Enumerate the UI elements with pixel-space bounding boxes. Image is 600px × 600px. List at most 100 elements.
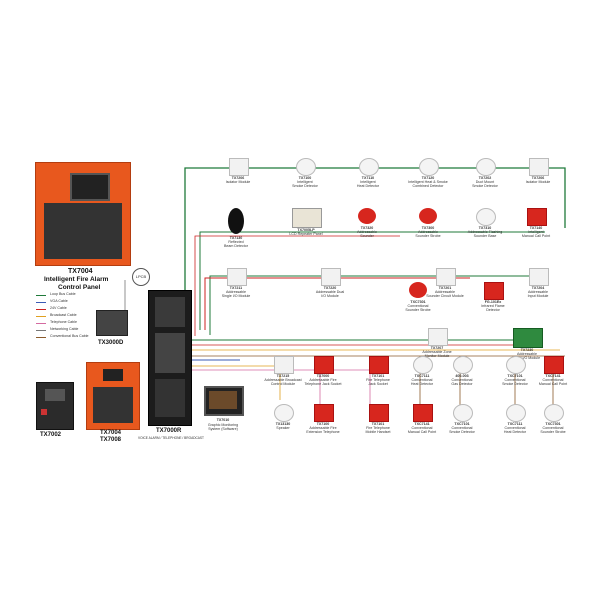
row6-device-image [274, 404, 294, 422]
tx7000r-cabinet-image [148, 290, 192, 426]
row4-device-code: TX7207 [430, 346, 444, 350]
row5-device-code: TXC7141 [545, 374, 561, 378]
row6-device-code: TXC7101 [454, 422, 470, 426]
legend-swatch [36, 302, 46, 303]
row6-device-name: Fire Telephone Mobile Handset [365, 426, 391, 435]
row5-device-code: TX7000 [316, 374, 330, 378]
row1-device-image [359, 158, 379, 176]
row2-device-code: TX7130 [229, 236, 243, 240]
row3-device-name: Infrared Flame Detector [481, 304, 505, 313]
row5-device-image [413, 356, 433, 374]
legend-swatch [36, 295, 46, 296]
row2-device-name: Addressable Sounder Strobe [415, 230, 441, 239]
legend-item: Loop Bus Cable [36, 292, 116, 298]
row2-device-image [358, 208, 376, 224]
legend-label: Broadcast Cable [50, 313, 77, 317]
row5-device-image [369, 356, 389, 374]
row1-device-code: TX7206 [531, 176, 545, 180]
row1-device-code: TX7206 [231, 176, 245, 180]
row2-device-code: TX7140 [529, 226, 543, 230]
legend-swatch [36, 337, 46, 338]
row5-device-code: 400-003 [455, 374, 469, 378]
row6-device-name: Conventional Heat Detector [503, 426, 527, 435]
row1-device-name: Duct Mount Smoke Detector [472, 180, 498, 189]
row5-device-image [544, 356, 564, 374]
tx7004-control-panel-image [35, 162, 131, 266]
legend-item: Conventional Bus Cable [36, 334, 116, 340]
row6-device-name: Speaker [276, 426, 290, 430]
row6-device-code: TX13130 [275, 422, 291, 426]
row2-device-code: TX7320 [360, 226, 374, 230]
row5-device-image [274, 356, 294, 374]
lpcb-badge: LPCB [132, 268, 150, 286]
row3-device-image [227, 268, 247, 286]
row5-device-code: TXC7111 [414, 374, 430, 378]
row5-device-name: Conventional Heat Detector [410, 378, 434, 387]
row1-device-code: TX7100 [298, 176, 312, 180]
tx7002-label: TX7002 [40, 432, 62, 438]
row6-device-code: TXC7301 [545, 422, 561, 426]
legend-label: Loop Bus Cable [50, 292, 76, 296]
legend-label: Conventional Bus Cable [50, 334, 89, 338]
row6-device-image [314, 404, 334, 422]
row5-device-code: TX7215 [276, 374, 290, 378]
row4-device-name: Addressable Zone Monitor Module [422, 350, 452, 359]
row6-device-image [413, 404, 433, 422]
row5-device-name: Fire Telephone Jack Socket [366, 378, 390, 387]
legend-swatch [36, 309, 46, 310]
row1-device-image [296, 158, 316, 176]
row5-device-name: Conventional Smoke Detector [502, 378, 528, 387]
tx3000d-label: TX3000D [98, 340, 124, 346]
main-panel-title-line1: Intelligent Fire Alarm [44, 276, 109, 283]
row5-device-code: TXC7101 [507, 374, 523, 378]
row1-device-name: Intelligent Heat Detector [356, 180, 380, 189]
legend-label: Telephone Cable [50, 320, 77, 324]
legend-swatch [36, 330, 46, 331]
row5-device-name: Conventional Gas Detector [451, 378, 473, 387]
row3-device-code: TXC7301 [410, 300, 426, 304]
row1-device-code: TX7120 [421, 176, 435, 180]
legend-item: Networking Cable [36, 327, 116, 333]
row3-device-code: TX7201 [438, 286, 452, 290]
tx7000r-sub-label: VOICE ALARM / TELEPHONE / BROADCAST [137, 436, 204, 440]
row5-device-name: Addressable Broadcast Control Module [264, 378, 302, 387]
row5-device-image [453, 356, 473, 374]
legend-label: Networking Cable [50, 327, 79, 331]
legend-swatch [36, 316, 46, 317]
tx7004-tx7008-image [86, 362, 140, 430]
row3-device-image [409, 282, 427, 298]
row2-device-name: Addressable Flashing Sounder Base [467, 230, 503, 239]
row1-device-image [229, 158, 249, 176]
row3-device-image [484, 282, 504, 300]
row5-device-image [314, 356, 334, 374]
row3-device-name: Addressable Dual I/O Module [315, 290, 345, 299]
row2-device-name: LCD Repeater Panel [289, 232, 323, 236]
row1-device-code: TX7202 [478, 176, 492, 180]
row1-device-code: TX7110 [361, 176, 375, 180]
row6-device-code: TX7100 [316, 422, 330, 426]
tx7010-name: Graphic Monitoring System (Software) [207, 423, 239, 432]
row5-device-name: Addressable Fire Telephone Jack Socket [304, 378, 342, 387]
row2-device-name: Reflected Beam Detector [224, 240, 248, 249]
row3-device-name: Addressable Single I/O Module [221, 290, 251, 299]
panel-module-grid [44, 203, 122, 259]
row3-device-image [321, 268, 341, 286]
legend-swatch [36, 323, 46, 324]
row1-device-image [419, 158, 439, 176]
row1-device-name: Intelligent Smoke Detector [292, 180, 318, 189]
row6-device-name: Conventional Sounder Strobe [540, 426, 566, 435]
row4-device-code: TX7230 [520, 348, 534, 352]
row3-device-code: FG-101Ex [484, 300, 502, 304]
row2-device-image [292, 208, 322, 228]
tx3000d-image [96, 310, 128, 336]
row1-device-name: Isolator Module [225, 180, 251, 184]
row5-device-code: TX7101 [371, 374, 385, 378]
row6-device-code: TXC7141 [414, 422, 430, 426]
row6-device-name: Conventional Manual Call Point [407, 426, 437, 435]
row3-device-code: TX7220 [323, 286, 337, 290]
legend-label: 24V Cable [50, 306, 67, 310]
row2-device-image [228, 208, 244, 234]
main-panel-title-line2: Control Panel [58, 284, 101, 291]
row2-device-code: TX7300 [421, 226, 435, 230]
